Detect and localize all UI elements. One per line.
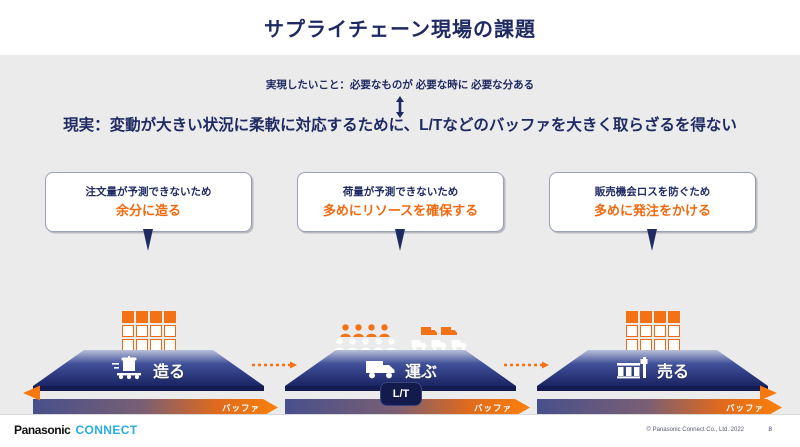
content-panel: 実現したいこと：必要なものが 必要な時に 必要な分ある 現実：変動が大きい状況に…: [0, 55, 800, 416]
buffer-bar-sell: バッファ: [537, 399, 782, 416]
callout-sell-reason: 販売機会ロスを防ぐため: [594, 185, 711, 198]
lead-time-badge: L/T: [380, 382, 422, 406]
stage-make-platform: 造る: [26, 348, 271, 398]
slide-title-bar: サプライチェーン現場の課題: [0, 0, 800, 55]
stage-sell-platform: 売る: [530, 348, 775, 398]
page-title: サプライチェーン現場の課題: [264, 19, 536, 41]
callout-make: 注文量が予測できないため 余分に造る: [45, 172, 252, 232]
reality-statement: 現実：変動が大きい状況に柔軟に対応するために、L/Tなどのバッファを大きく取らざ…: [63, 117, 737, 134]
buffer-bar-make: バッファ: [33, 399, 278, 416]
stage-make-label: 造る: [152, 364, 185, 381]
callout-sell: 販売機会ロスを防ぐため 多めに発注をかける: [549, 172, 756, 232]
stage-sell-label-row: 売る: [530, 348, 775, 392]
callout-make-tail-icon: [143, 229, 153, 251]
stage-deliver-label: 運ぶ: [404, 364, 437, 381]
callout-sell-action: 多めに発注をかける: [593, 202, 711, 218]
panasonic-connect-logo: Panasonic CONNECT: [14, 423, 138, 437]
callout-deliver-reason: 荷量が予測できないため: [342, 185, 459, 198]
platform-shape-sell-icon: [537, 350, 768, 391]
platform-shape-make-icon: [33, 350, 264, 391]
callout-make-reason: 注文量が予測できないため: [85, 185, 212, 198]
buffer-bar-deliver: バッファ: [285, 399, 530, 416]
stage-sell-inventory-icons: [530, 298, 775, 351]
copyright-text: © Panasonic Connect Co., Ltd. 2022: [646, 427, 744, 433]
stage-make: 造る: [26, 298, 271, 393]
brand-primary: Panasonic: [14, 423, 71, 437]
flow-arrow-deliver-to-sell-icon: [504, 356, 550, 369]
vertical-double-arrow-icon: [393, 96, 407, 118]
goal-statement: 実現したいこと：必要なものが 必要な時に 必要な分ある: [265, 79, 535, 91]
stage-sell: 売る: [530, 298, 775, 393]
brand-secondary: CONNECT: [75, 423, 138, 437]
lead-time-indicator: L/T: [0, 373, 800, 413]
buffer-bar-sell-label: バッファ: [725, 402, 764, 413]
stage-make-inventory-icons: [26, 298, 271, 351]
box-grid-make-icon: [121, 311, 176, 351]
footer-divider: [0, 414, 800, 415]
people-group-icon: [334, 324, 397, 351]
stage-deliver-label-row: 運ぶ: [278, 348, 523, 392]
store-icon: [616, 356, 650, 385]
stage-deliver-resource-icons: [278, 298, 523, 351]
truck-icon: [364, 356, 398, 385]
slide-footer: Panasonic CONNECT © Panasonic Connect Co…: [0, 415, 800, 447]
callout-sell-tail-icon: [647, 229, 657, 251]
stage-sell-label: 売る: [656, 364, 689, 381]
callout-deliver: 荷量が予測できないため 多めにリソースを確保する: [297, 172, 504, 232]
buffer-bar-deliver-label: バッファ: [473, 402, 512, 413]
buffer-bar-make-label: バッファ: [221, 402, 260, 413]
factory-conveyor-icon: [111, 355, 146, 385]
callout-make-action: 余分に造る: [115, 202, 181, 218]
stage-make-label-row: 造る: [26, 348, 271, 392]
callout-deliver-tail-icon: [395, 229, 405, 251]
truck-group-icon: [411, 326, 468, 351]
page-number: 8: [768, 426, 772, 433]
flow-arrow-make-to-deliver-icon: [252, 356, 298, 369]
callout-deliver-action: 多めにリソースを確保する: [322, 202, 479, 218]
box-grid-sell-icon: [625, 311, 680, 351]
